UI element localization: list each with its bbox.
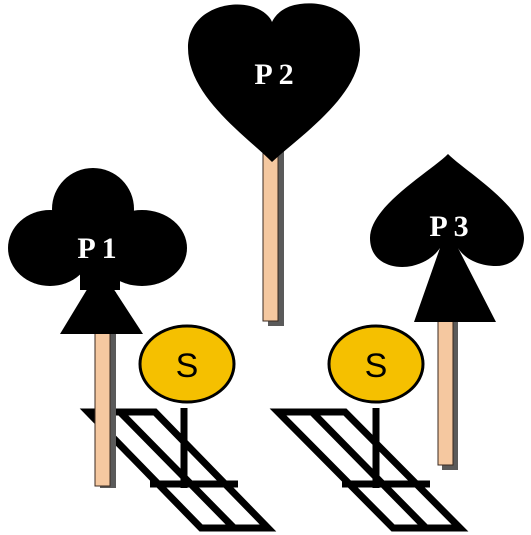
left-pad xyxy=(79,408,277,532)
sign-p3: P 3 xyxy=(370,154,524,470)
sign-p2-label: P 2 xyxy=(254,58,293,91)
sensor-left: S xyxy=(138,324,236,404)
sensor-right: S xyxy=(327,324,425,404)
sign-p1: P 1 xyxy=(8,168,187,488)
spade-icon xyxy=(370,154,524,322)
club-icon xyxy=(8,168,187,334)
sign-p3-label: P 3 xyxy=(429,210,468,243)
sign-p2: P 2 xyxy=(188,3,360,326)
heart-icon xyxy=(188,3,360,163)
sign-p1-label: P 1 xyxy=(77,232,116,265)
right-pad xyxy=(269,408,469,532)
sensor-left-label: S xyxy=(176,347,199,385)
sensor-right-label: S xyxy=(365,347,388,385)
